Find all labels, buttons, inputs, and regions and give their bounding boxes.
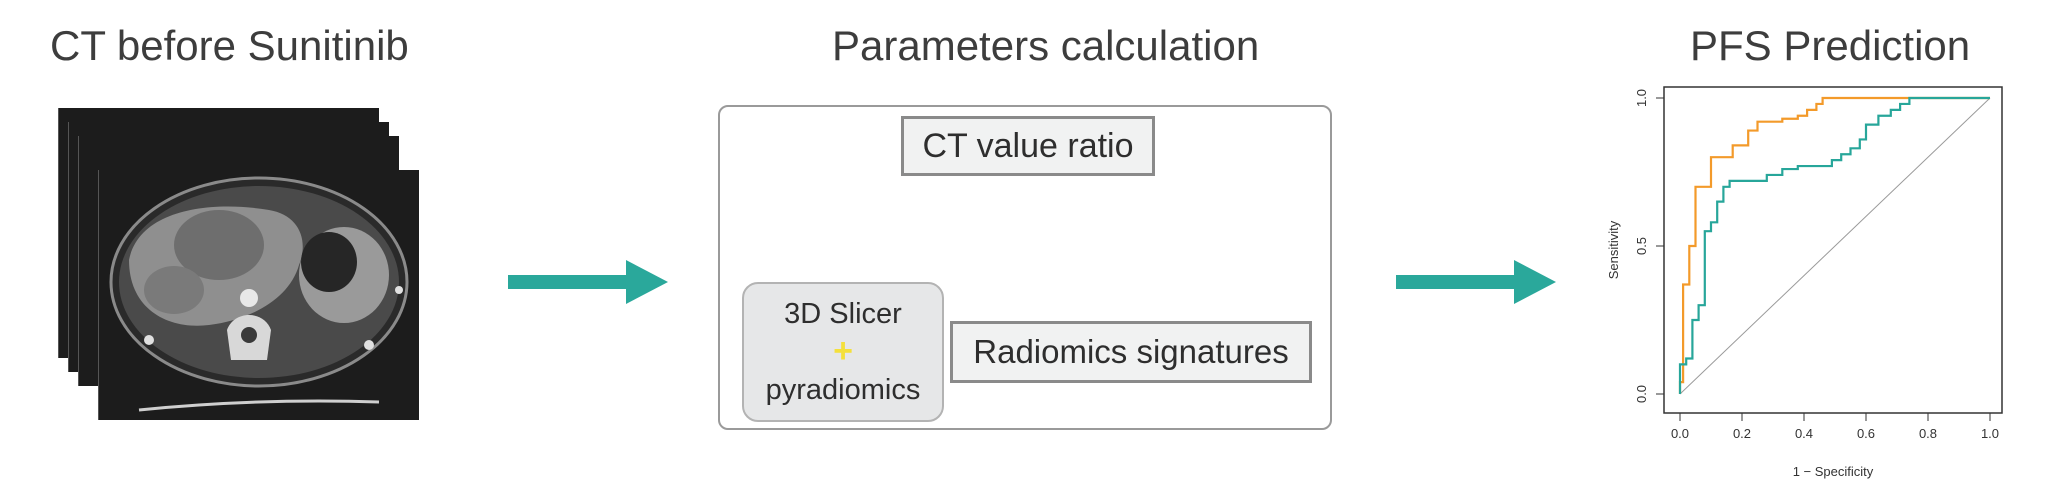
plus-sign: + [833,332,853,370]
slicer-label: 3D Slicer [784,298,902,330]
radiomics-signatures-box: Radiomics signatures [950,321,1312,383]
pyradiomics-label: pyradiomics [765,374,921,406]
ct-slice-front [98,170,419,420]
x-tick-label: 0.8 [1919,426,1937,441]
ct-image-stack [58,108,428,428]
ct-scan-image [99,170,419,420]
x-tick-label: 1.0 [1981,426,1999,441]
y-axis-label: Sensitivity [1606,220,1621,279]
parameters-title: Parameters calculation [832,22,1260,69]
reference-diagonal [1679,97,1991,395]
plot-frame [1663,86,2003,414]
roc-chart: 0.0 0.2 0.4 0.6 0.8 1.0 0.0 0.5 1.0 1 − Specific… [1606,86,2003,479]
y-tick-label: 0.5 [1634,237,1649,255]
x-tick-label: 0.0 [1671,426,1689,441]
arrow-right-2 [1396,260,1556,304]
y-tick-label: 1.0 [1634,89,1649,107]
x-axis-label: 1 − Specificity [1793,464,1874,479]
x-tick-label: 0.4 [1795,426,1813,441]
ct-value-ratio-box: CT value ratio [901,116,1155,176]
slicer-pyradiomics-box: 3D Slicer + pyradiomics [742,282,944,422]
x-tick-label: 0.2 [1733,426,1751,441]
roc-curve-2 [1678,96,1990,394]
ct-title: CT before Sunitinib [50,22,409,69]
y-tick-label: 0.0 [1634,385,1649,403]
roc-curve-1 [1678,96,1990,394]
pfs-title: PFS Prediction [1690,22,1971,69]
arrow-right-1 [508,260,668,304]
x-tick-label: 0.6 [1857,426,1875,441]
